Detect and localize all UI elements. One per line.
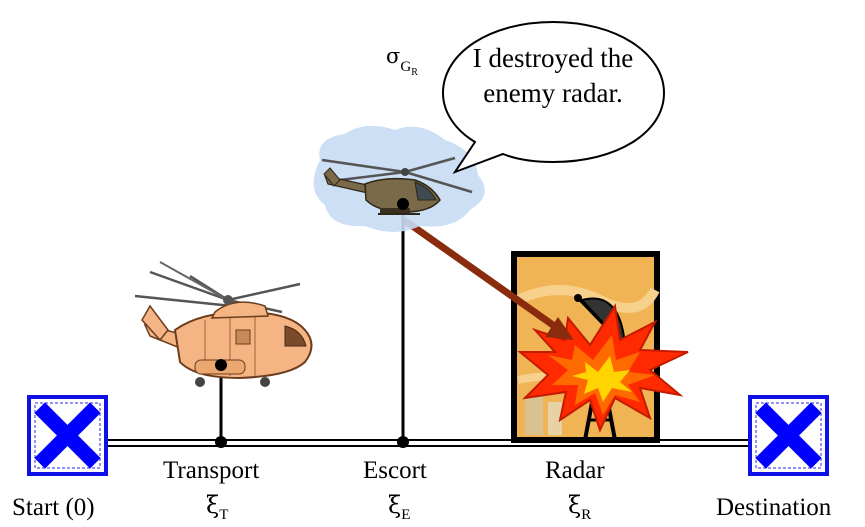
route-track [100, 439, 765, 447]
speech-line-1: I destroyed the [472, 43, 634, 73]
sigma-label: σGR [386, 44, 418, 78]
sigma-symbol: σ [386, 44, 401, 68]
start-marker-icon [27, 395, 108, 476]
destination-marker-icon [748, 395, 829, 476]
radar-label: Radar [545, 457, 605, 484]
attack-arrow [401, 217, 574, 340]
transport-node [215, 436, 227, 448]
xi-transport: ξT [206, 493, 228, 523]
destination-label: Destination [716, 494, 832, 521]
xi-transport-subscript: T [219, 507, 229, 523]
explosion-icon [517, 303, 689, 433]
sigma-subscript: G [400, 59, 412, 75]
xi-symbol: ξ [388, 491, 402, 519]
speech-line-2: enemy radar. [483, 78, 623, 108]
xi-radar: ξR [568, 493, 591, 523]
xi-symbol: ξ [206, 491, 220, 519]
start-label: Start (0) [12, 494, 95, 521]
xi-escort-subscript: E [401, 507, 411, 523]
speech-bubble [441, 20, 666, 175]
xi-radar-subscript: R [581, 507, 592, 523]
speech-bubble-text: I destroyed the enemy radar. [446, 41, 660, 111]
xi-symbol: ξ [568, 491, 582, 519]
escort-label: Escort [363, 457, 427, 484]
transport-helicopter-icon [134, 261, 313, 387]
sigma-sub-subscript: R [411, 67, 418, 78]
transport-label: Transport [163, 457, 260, 484]
attack-helicopter-icon [321, 156, 473, 215]
escort-node [397, 436, 409, 448]
xi-escort: ξE [388, 493, 410, 523]
